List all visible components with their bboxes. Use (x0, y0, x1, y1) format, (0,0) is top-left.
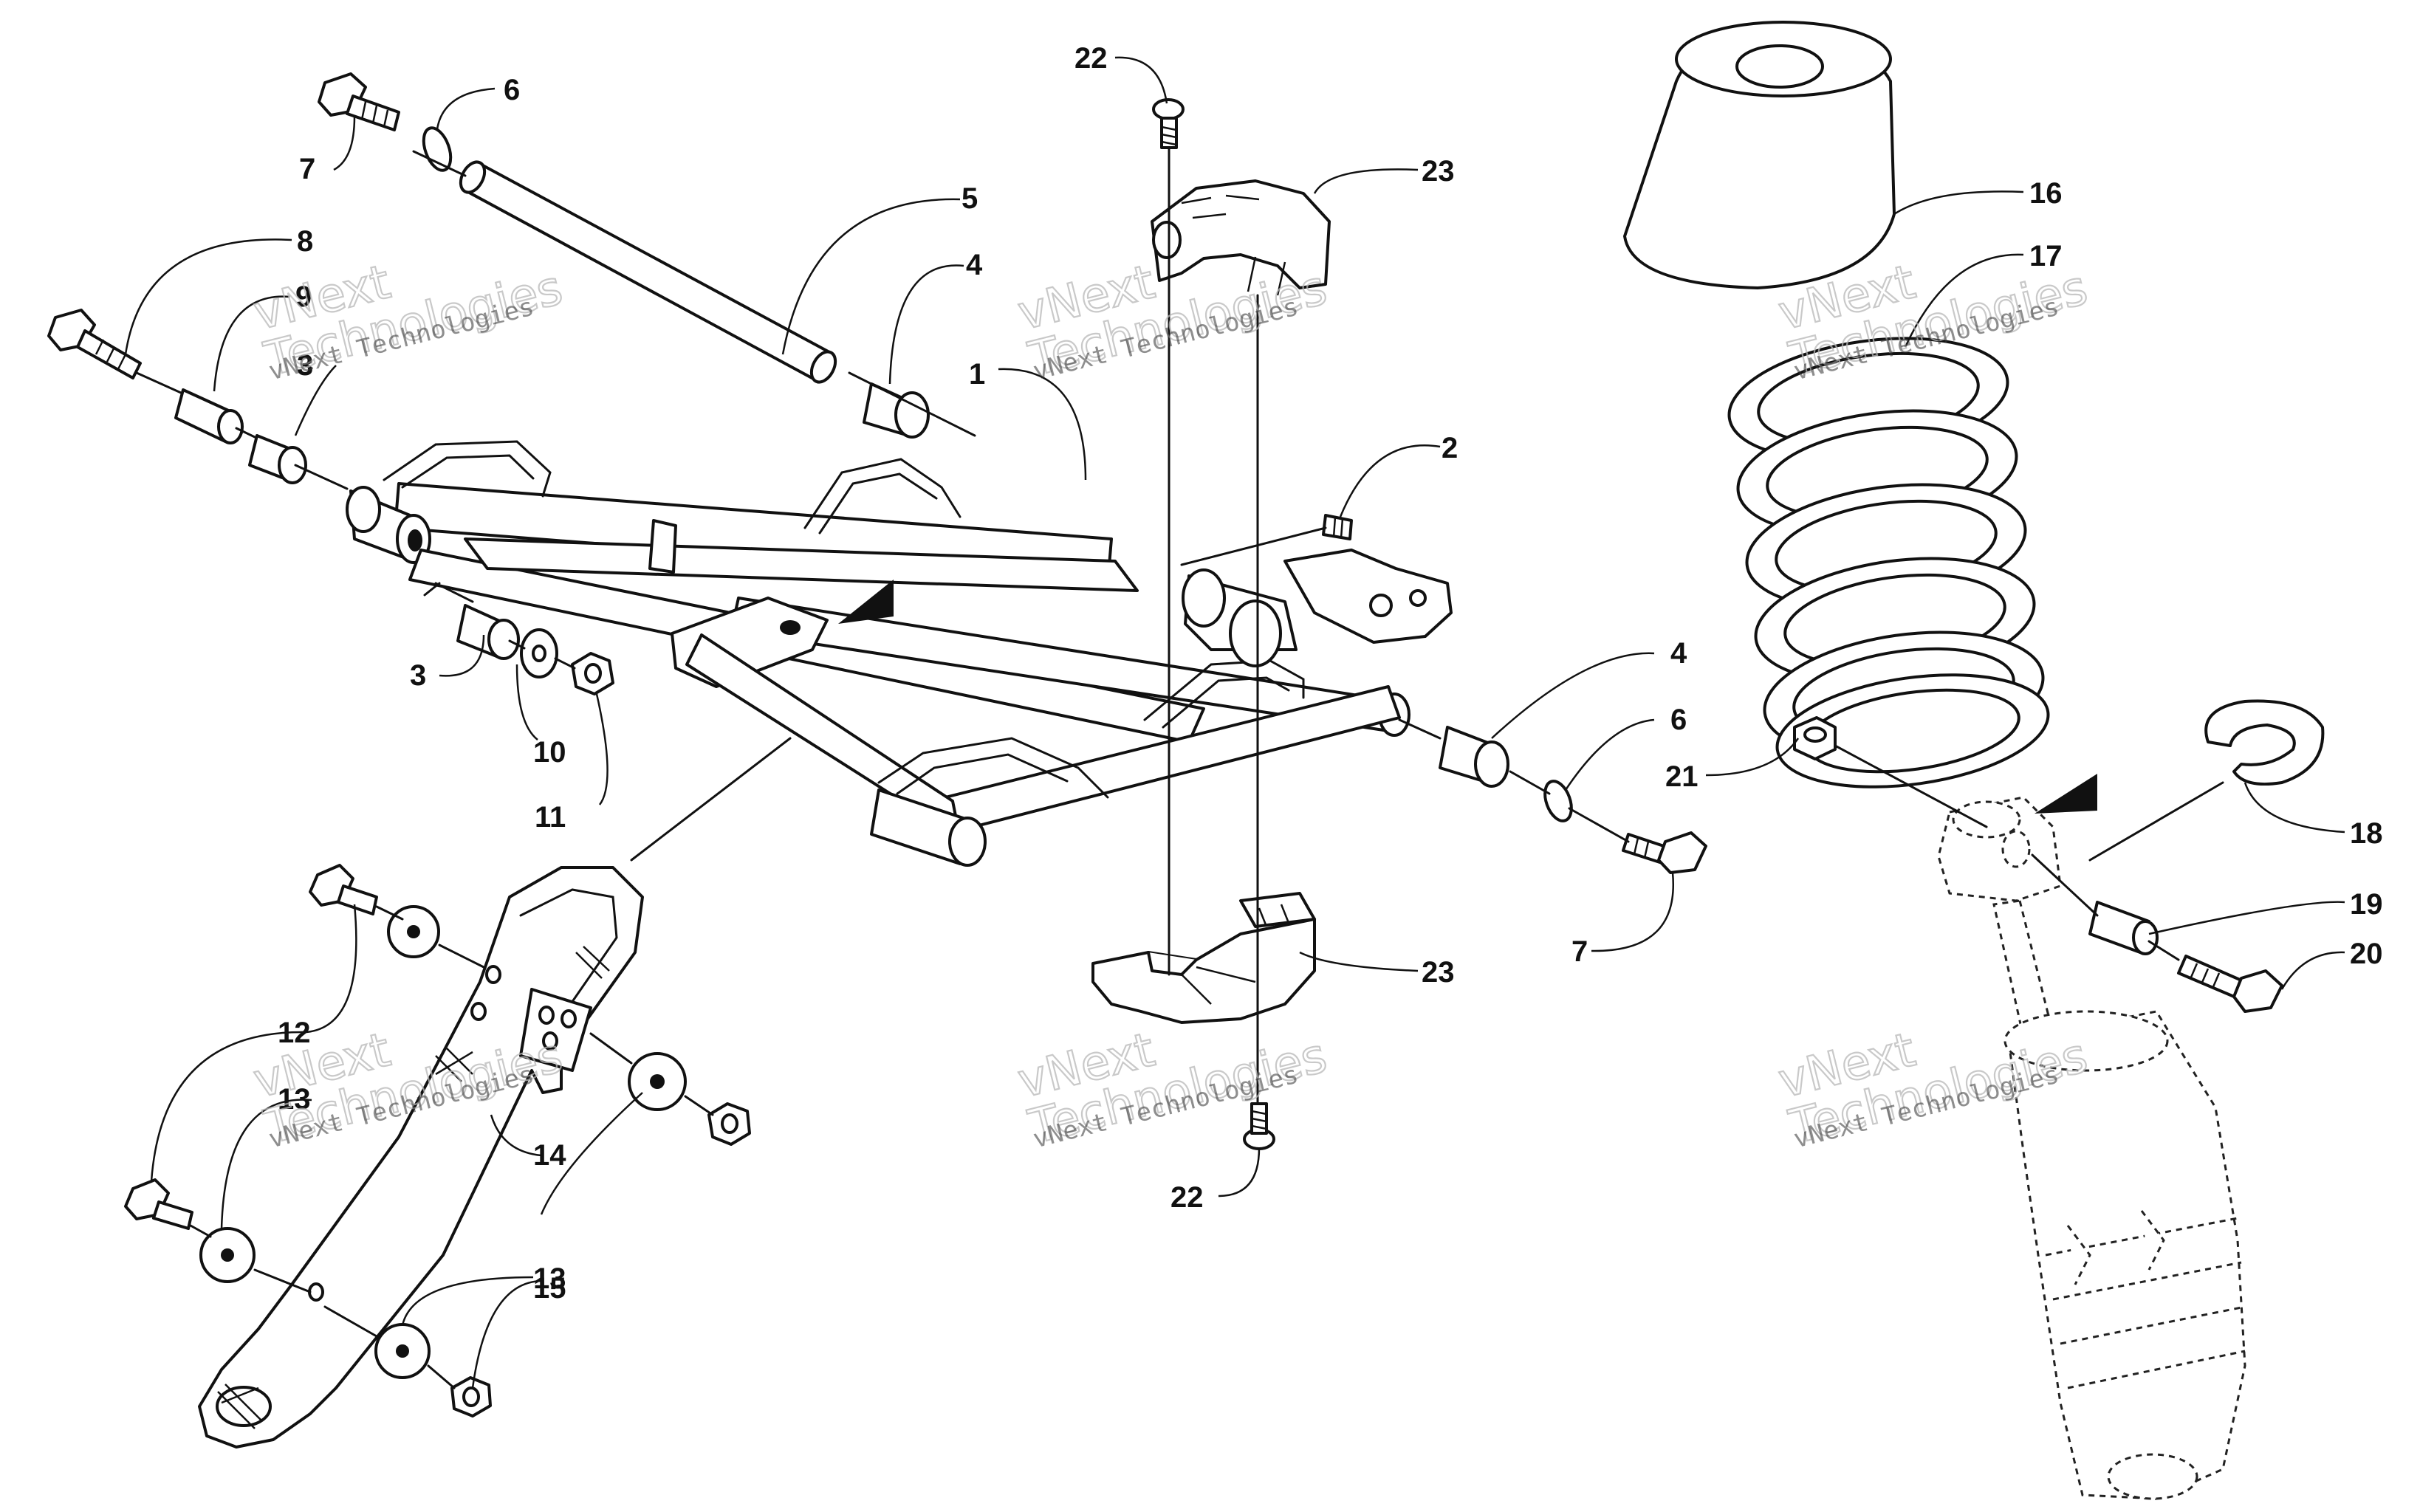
callout-13-left: 13 (278, 1083, 311, 1116)
callout-16: 16 (2029, 177, 2063, 210)
part-23-clamp-upper (1151, 179, 1331, 296)
part-4-bushing-upper (863, 382, 930, 439)
direction-arrow-right (2035, 774, 2097, 814)
callout-21: 21 (1665, 760, 1699, 793)
part-23-clamp-lower (1091, 892, 1316, 1024)
callout-7-right: 7 (1571, 935, 1588, 968)
part-10-washer (520, 628, 558, 678)
callout-6-top: 6 (504, 74, 520, 106)
part-12-bolt-upper (309, 864, 378, 915)
watermark-1: vNextTechnologies vNext Technologies (247, 254, 568, 388)
callout-5: 5 (962, 182, 978, 215)
part-22-screw-top (1152, 98, 1185, 149)
part-3-bushing-lower (456, 604, 520, 660)
direction-arrow-left (838, 580, 894, 624)
callout-4-right: 4 (1670, 637, 1687, 670)
part-11-nut (571, 652, 614, 695)
part-6-washer-right (1543, 780, 1573, 822)
callout-14: 14 (533, 1139, 566, 1172)
leader-lines (124, 56, 2345, 1389)
part-8-bolt (47, 309, 142, 379)
shock-absorber-reference (1937, 796, 2246, 1500)
part-9-spacer (174, 388, 244, 444)
part-20-bolt (2177, 955, 2283, 1013)
part-15-nut-upper (707, 1102, 751, 1146)
part-5-tube (459, 160, 837, 384)
callout-2: 2 (1442, 432, 1458, 464)
part-21-nut (1793, 716, 1837, 760)
callout-3-lower: 3 (410, 659, 426, 692)
part-12-bolt-lower (124, 1178, 193, 1230)
callout-6-right: 6 (1670, 704, 1687, 736)
part-7-bolt-right (1622, 831, 1707, 874)
callout-23-bottom: 23 (1422, 956, 1455, 989)
part-2-screw (1322, 514, 1353, 540)
assembly-lines (135, 146, 2224, 1389)
callout-15: 15 (533, 1272, 566, 1305)
part-13-washer-mid (628, 1052, 687, 1111)
part-13-washer-upper (387, 905, 440, 958)
callout-10: 10 (533, 736, 566, 769)
part-15-nut-lower (450, 1376, 492, 1418)
callout-19: 19 (2350, 888, 2383, 921)
callout-1: 1 (969, 358, 985, 391)
callout-3-upper: 3 (297, 349, 313, 382)
part-13-washer-bottom (374, 1323, 431, 1379)
part-22-screw-bottom (1243, 1102, 1275, 1150)
callout-11: 11 (535, 801, 566, 834)
callout-4-upper: 4 (966, 249, 983, 281)
part-18-clip (2204, 699, 2325, 786)
callout-20: 20 (2350, 938, 2383, 970)
part-6-washer-top (422, 126, 453, 172)
callout-8: 8 (297, 225, 313, 258)
callout-22-bottom: 22 (1170, 1181, 1204, 1214)
callout-18: 18 (2350, 817, 2383, 850)
callout-7-top: 7 (299, 153, 315, 185)
part-16-bellows (1623, 21, 1896, 289)
callout-12: 12 (278, 1017, 311, 1049)
part-13-washer-lower (199, 1227, 256, 1283)
part-1-a-arm (346, 440, 1453, 867)
part-19-spacer (2088, 901, 2159, 955)
part-7-bolt-top (318, 72, 400, 131)
callout-labels: 1 2 3 3 4 4 5 6 6 7 7 8 9 10 11 12 13 13… (278, 42, 2383, 1305)
part-14-strap (198, 866, 644, 1449)
part-3-bushing-upper (248, 434, 307, 484)
part-17-spring (1727, 337, 2050, 788)
callout-9: 9 (295, 281, 312, 313)
part-4-bushing-right (1439, 726, 1509, 788)
callout-23-top: 23 (1422, 155, 1455, 188)
callout-13-right: 13 (533, 1262, 566, 1295)
callout-22-top: 22 (1074, 42, 1108, 75)
callout-17: 17 (2029, 240, 2063, 272)
